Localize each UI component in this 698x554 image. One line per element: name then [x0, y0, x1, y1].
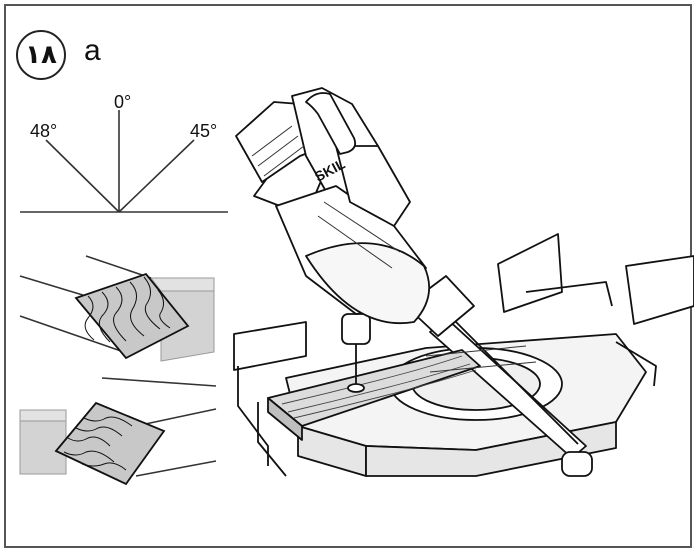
angle-label-45: 45°: [190, 121, 218, 141]
step-number-badge: ١٨: [16, 30, 66, 80]
angle-line-45: [118, 139, 195, 213]
angle-line-48: [45, 139, 120, 213]
step-number: ١٨: [25, 40, 57, 70]
angle-label-0: 0°: [114, 92, 132, 112]
workpiece-bevel-cut-illustration: [19, 255, 215, 362]
miter-saw-illustration: [233, 87, 694, 477]
workpiece-miter-cut-illustration: [19, 377, 217, 486]
angle-label-48: 48°: [30, 121, 58, 141]
step-letter: a: [84, 34, 101, 67]
diagram-frame: ١٨ a 0° 48° 45°: [4, 4, 694, 548]
bevel-angle-diagram: SKIL: [19, 87, 694, 486]
